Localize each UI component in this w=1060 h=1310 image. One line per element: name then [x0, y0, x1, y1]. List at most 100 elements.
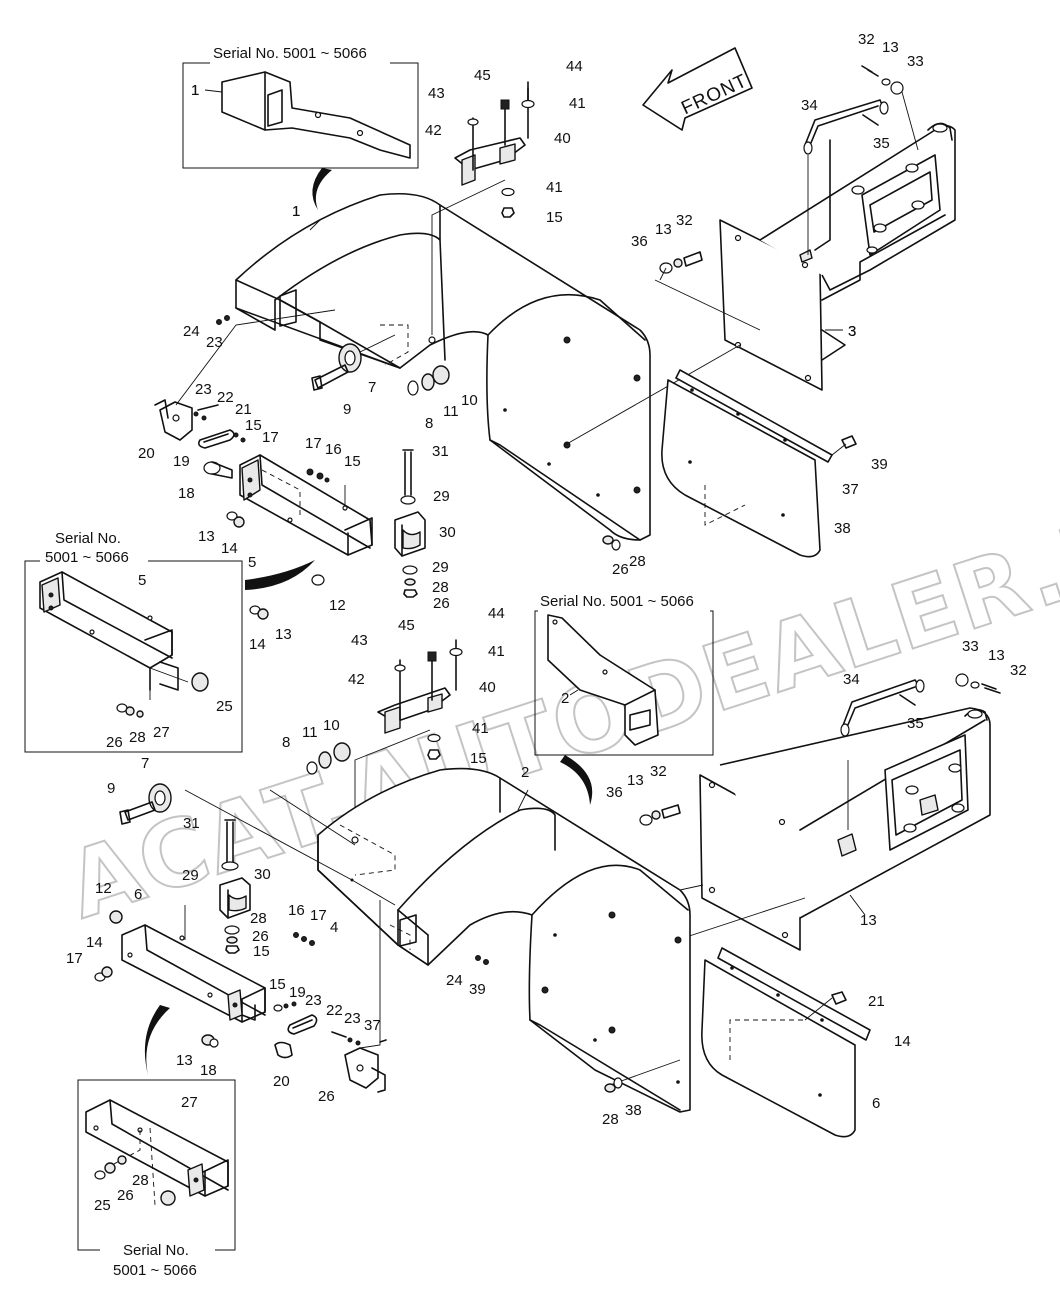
- callout-label: 44: [566, 58, 583, 75]
- callout-label: 34: [801, 97, 818, 114]
- callout-label: 32: [1010, 662, 1027, 679]
- callout-label: 24: [446, 972, 463, 989]
- callout-label: 18: [178, 485, 195, 502]
- callout-label: 33: [962, 638, 979, 655]
- callout-label: 44: [488, 605, 505, 622]
- latch-20-upper: [154, 309, 336, 449]
- callout-label: 23: [344, 1010, 361, 1027]
- callout-label: 42: [425, 122, 442, 139]
- callout-label: 2: [521, 764, 529, 781]
- callout-label: 43: [351, 632, 368, 649]
- callout-label: 45: [398, 617, 415, 634]
- callout-label: 12: [329, 597, 346, 614]
- callout-label: 38: [834, 520, 851, 537]
- callout-label: 26: [433, 595, 450, 612]
- callout-label: 28: [129, 729, 146, 746]
- inset-pointer-left: [245, 560, 315, 590]
- callout-label: 15: [470, 750, 487, 767]
- callout-label: 15: [344, 453, 361, 470]
- callout-label: 34: [843, 671, 860, 688]
- callout-label: 6: [872, 1095, 880, 1112]
- callout-label: 15: [245, 417, 262, 434]
- callout-label: 25: [94, 1197, 111, 1214]
- callout-label: 11: [302, 724, 318, 741]
- callout-label: 16: [325, 441, 342, 458]
- svg-text:3: 3: [848, 323, 856, 340]
- callout-label: 29: [182, 867, 199, 884]
- callout-label: 12: [95, 880, 112, 897]
- callout-label: 13: [627, 772, 644, 789]
- callout-label: 15: [253, 943, 270, 960]
- inset-pointer-bottom: [144, 1005, 170, 1075]
- callout-label: 14: [86, 934, 103, 951]
- fender-1: 1: [235, 192, 651, 541]
- callout-label: 14: [221, 540, 238, 557]
- callout-label: 38: [625, 1102, 642, 1119]
- callout-label: 30: [254, 866, 271, 883]
- fasteners-lower-left: [119, 742, 356, 846]
- callout-label: 15: [546, 209, 563, 226]
- callout-label: 28: [132, 1172, 149, 1189]
- callout-label: 29: [432, 559, 449, 576]
- callout-label: 30: [439, 524, 456, 541]
- callout-label: 15: [269, 976, 286, 993]
- callout-label: 37: [364, 1017, 381, 1034]
- callout-label: 36: [606, 784, 623, 801]
- callout-label: 10: [461, 392, 478, 409]
- callout-label: 17: [66, 950, 83, 967]
- latch-20-lower: [273, 900, 387, 1093]
- callout-label: 26: [106, 734, 123, 751]
- inset-pointer-top: [312, 168, 332, 210]
- callout-label: 7: [141, 755, 149, 772]
- callout-label: 7: [368, 379, 376, 396]
- callout-label: 16: [288, 902, 305, 919]
- support-5-upper: [203, 454, 373, 556]
- rod-34-lower: [840, 673, 1001, 737]
- callout-label: 13: [198, 528, 215, 545]
- serial-label-top-left: Serial No. 5001 ~ 5066: [213, 45, 367, 62]
- serial-label-mid-right: Serial No. 5001 ~ 5066: [540, 593, 694, 610]
- callout-label: 33: [907, 53, 924, 70]
- callout-label: 14: [894, 1033, 911, 1050]
- callout-label: 22: [326, 1002, 343, 1019]
- bracket-40-lower: [354, 639, 463, 840]
- callout-label: 29: [433, 488, 450, 505]
- callout-label: 32: [858, 31, 875, 48]
- callout-label: 11: [443, 403, 459, 420]
- callout-label: 31: [183, 815, 200, 832]
- callout-label: 35: [907, 715, 924, 732]
- callout-label: 32: [650, 763, 667, 780]
- callout-label: 13: [655, 221, 672, 238]
- front-arrow-label: FRONT: [678, 70, 751, 119]
- svg-text:1: 1: [292, 203, 300, 220]
- callout-label: 13: [176, 1052, 193, 1069]
- callout-label: 1: [292, 203, 300, 220]
- serial-inset-bottom: Serial No. 5001 ~ 5066: [77, 1079, 236, 1279]
- callout-label: 1: [191, 82, 199, 99]
- bolt-32-upper: [659, 251, 703, 281]
- callout-label: 40: [554, 130, 571, 147]
- callout-label: 5: [248, 554, 256, 571]
- callout-label: 19: [289, 984, 306, 1001]
- callout-label: 23: [305, 992, 322, 1009]
- callout-label: 26: [117, 1187, 134, 1204]
- serial-label-bottom-line2: 5001 ~ 5066: [113, 1262, 197, 1279]
- callout-label: 28: [432, 579, 449, 596]
- callout-label: 28: [250, 910, 267, 927]
- callout-label: 5: [138, 572, 146, 589]
- callout-label: 4: [330, 919, 338, 936]
- bolt-31-spacer-30-upper: [249, 449, 621, 620]
- callout-label: 23: [206, 334, 223, 351]
- callout-label: 17: [305, 435, 322, 452]
- callout-label: 17: [310, 907, 327, 924]
- serial-inset-left: Serial No. 5001 ~ 5066: [24, 530, 243, 753]
- callout-label: 8: [282, 734, 290, 751]
- fender-2: [184, 767, 691, 1113]
- callout-label: 28: [602, 1111, 619, 1128]
- bolt-32-lower: [639, 804, 681, 826]
- callout-label: 27: [181, 1094, 198, 1111]
- callout-label: 20: [273, 1073, 290, 1090]
- callout-label: 13: [988, 647, 1005, 664]
